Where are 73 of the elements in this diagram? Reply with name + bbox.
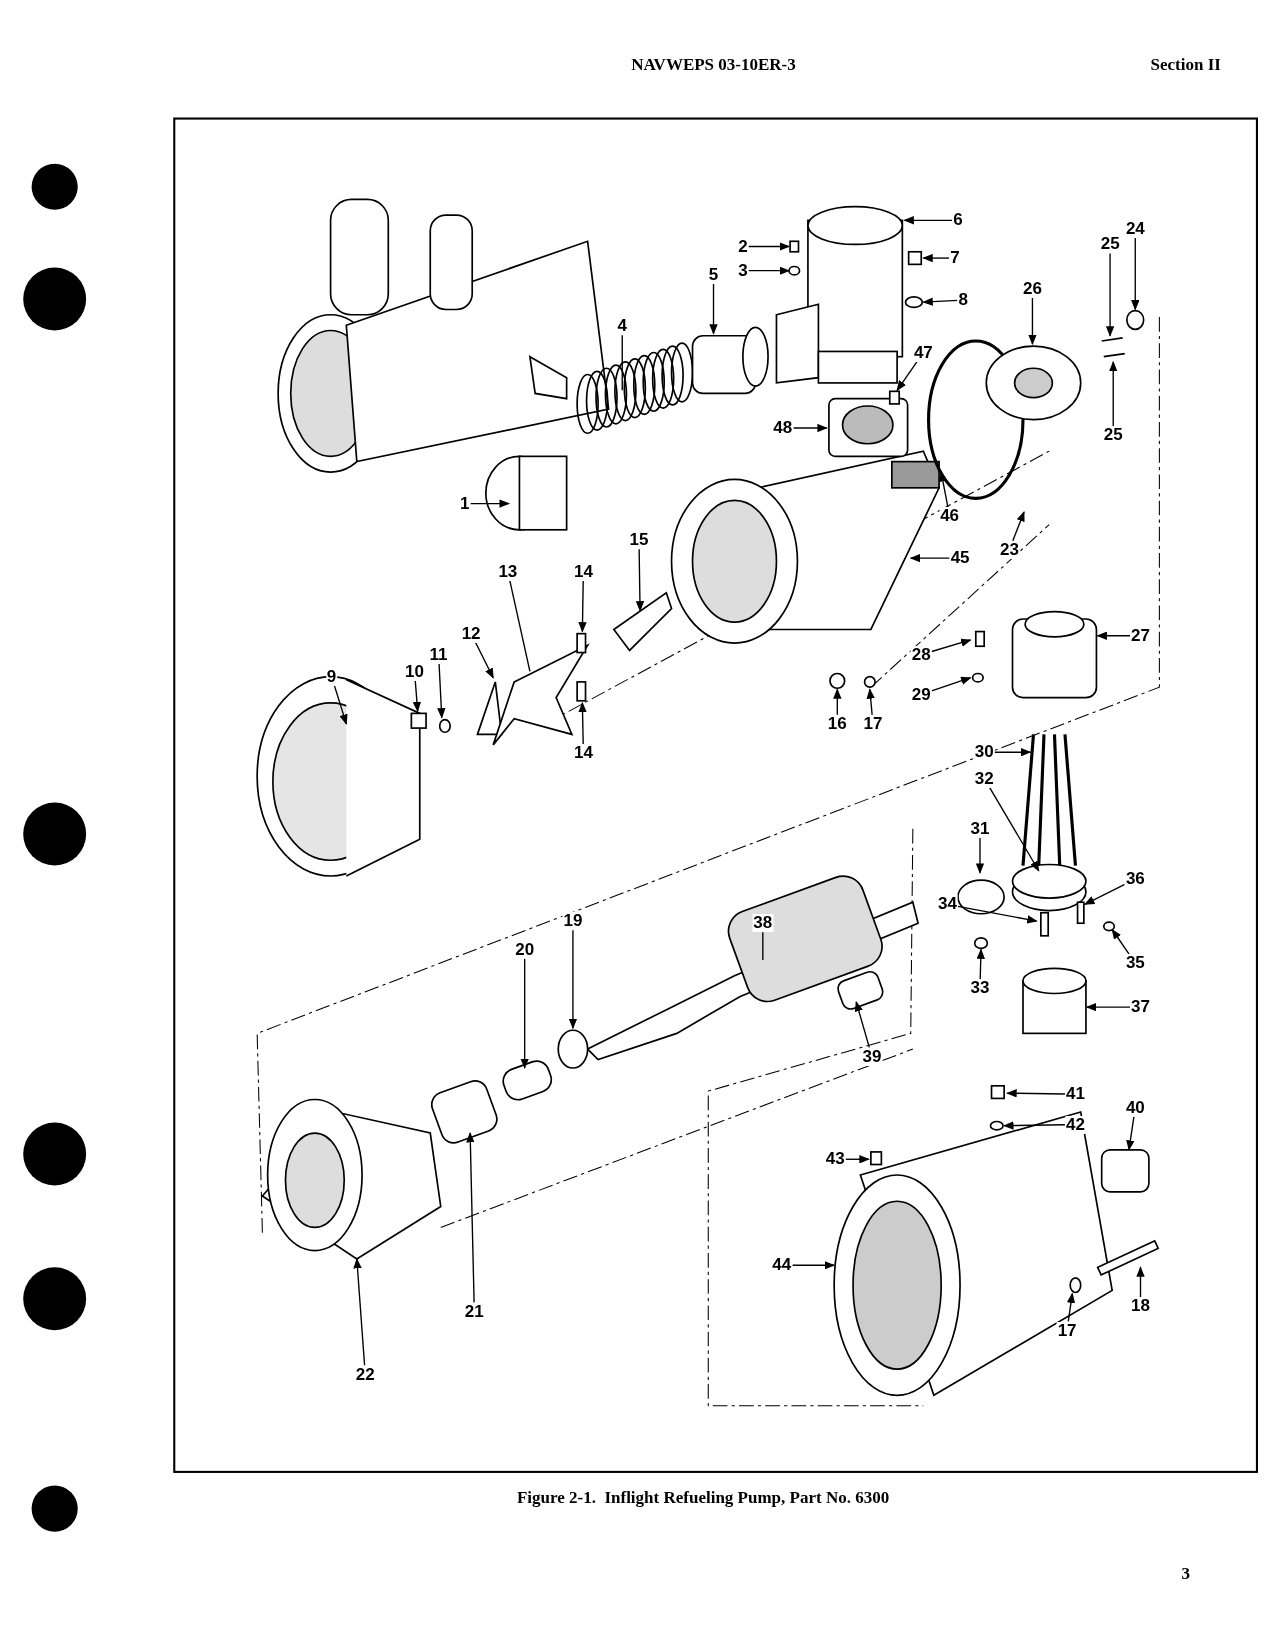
callout-number: 26 (1022, 279, 1043, 298)
leader-line (1083, 883, 1126, 905)
leader-line (792, 423, 828, 433)
leader-line (1028, 296, 1037, 346)
leader-line (621, 334, 623, 391)
leader-line (1096, 631, 1131, 640)
leader-line (909, 553, 951, 563)
leader-line (938, 471, 949, 508)
leader-line (976, 948, 985, 980)
callout-number: 10 (404, 662, 425, 681)
leader-line (903, 216, 953, 225)
leader-line (1126, 1116, 1135, 1151)
callout-number: 13 (497, 562, 519, 581)
leader-line (1109, 360, 1118, 428)
callout-number: 24 (1124, 219, 1146, 238)
leader-line (466, 1132, 475, 1304)
leader-line (748, 266, 791, 275)
leader-line (437, 663, 446, 719)
page-number: 3 (1181, 1563, 1190, 1584)
leader-line (866, 688, 875, 716)
leader-line (922, 253, 950, 263)
leader-line (1006, 1089, 1066, 1098)
leader-line (854, 1000, 870, 1049)
callout-number: 9 (325, 667, 338, 686)
leader-line (994, 748, 1032, 757)
leader-line (520, 957, 529, 1070)
leader-line (333, 685, 348, 725)
callout-number: 40 (1124, 1099, 1146, 1118)
leader-line (509, 580, 531, 673)
leader-line (578, 580, 587, 633)
leader-line (635, 548, 645, 612)
leader-line (975, 837, 985, 874)
leader-line (578, 701, 587, 745)
callout-number: 23 (998, 540, 1020, 559)
callout-number: 11 (428, 645, 449, 664)
leader-line (922, 297, 959, 306)
callout-number: 39 (861, 1047, 883, 1066)
leader-line (475, 642, 494, 679)
leader-line (957, 905, 1038, 924)
leader-line (791, 1261, 836, 1270)
callout-number: 12 (460, 624, 482, 643)
leader-line (931, 676, 972, 692)
leader-line (568, 929, 578, 1030)
leader-line (709, 283, 718, 335)
callout-number: 31 (969, 819, 991, 838)
section-heading: Section II (1150, 55, 1221, 76)
leader-line (1136, 1266, 1145, 1298)
leader-line (1066, 1292, 1076, 1322)
callout-number: 14 (572, 562, 594, 581)
callout-number: 20 (514, 940, 536, 959)
leader-line (833, 688, 842, 716)
figure-caption: Figure 2-1. Inflight Refueling Pump, Part No. 6300 (516, 1488, 890, 1509)
leader-line (1111, 928, 1130, 955)
callout-number: 5 (707, 265, 720, 284)
leader-line (1012, 511, 1025, 542)
callout-number: 47 (912, 343, 934, 362)
leader-line (762, 931, 764, 961)
leader-line (412, 679, 422, 713)
leader-line (845, 1155, 870, 1164)
leader-line (1131, 237, 1140, 311)
leader-line (988, 786, 1040, 872)
leader-line (931, 638, 972, 653)
leader-line (748, 242, 791, 251)
leader-line (353, 1257, 366, 1366)
leader-line (1105, 252, 1115, 337)
leader-line (1003, 1121, 1066, 1130)
callout-number: 42 (1065, 1115, 1086, 1134)
callout-number: 32 (973, 769, 995, 788)
leader-line (1085, 1002, 1131, 1012)
leader-line (469, 499, 510, 508)
callout-number: 38 (752, 914, 774, 933)
leader-line (896, 360, 918, 392)
document-number: NAVWEPS 03-10ER-3 (631, 55, 796, 76)
